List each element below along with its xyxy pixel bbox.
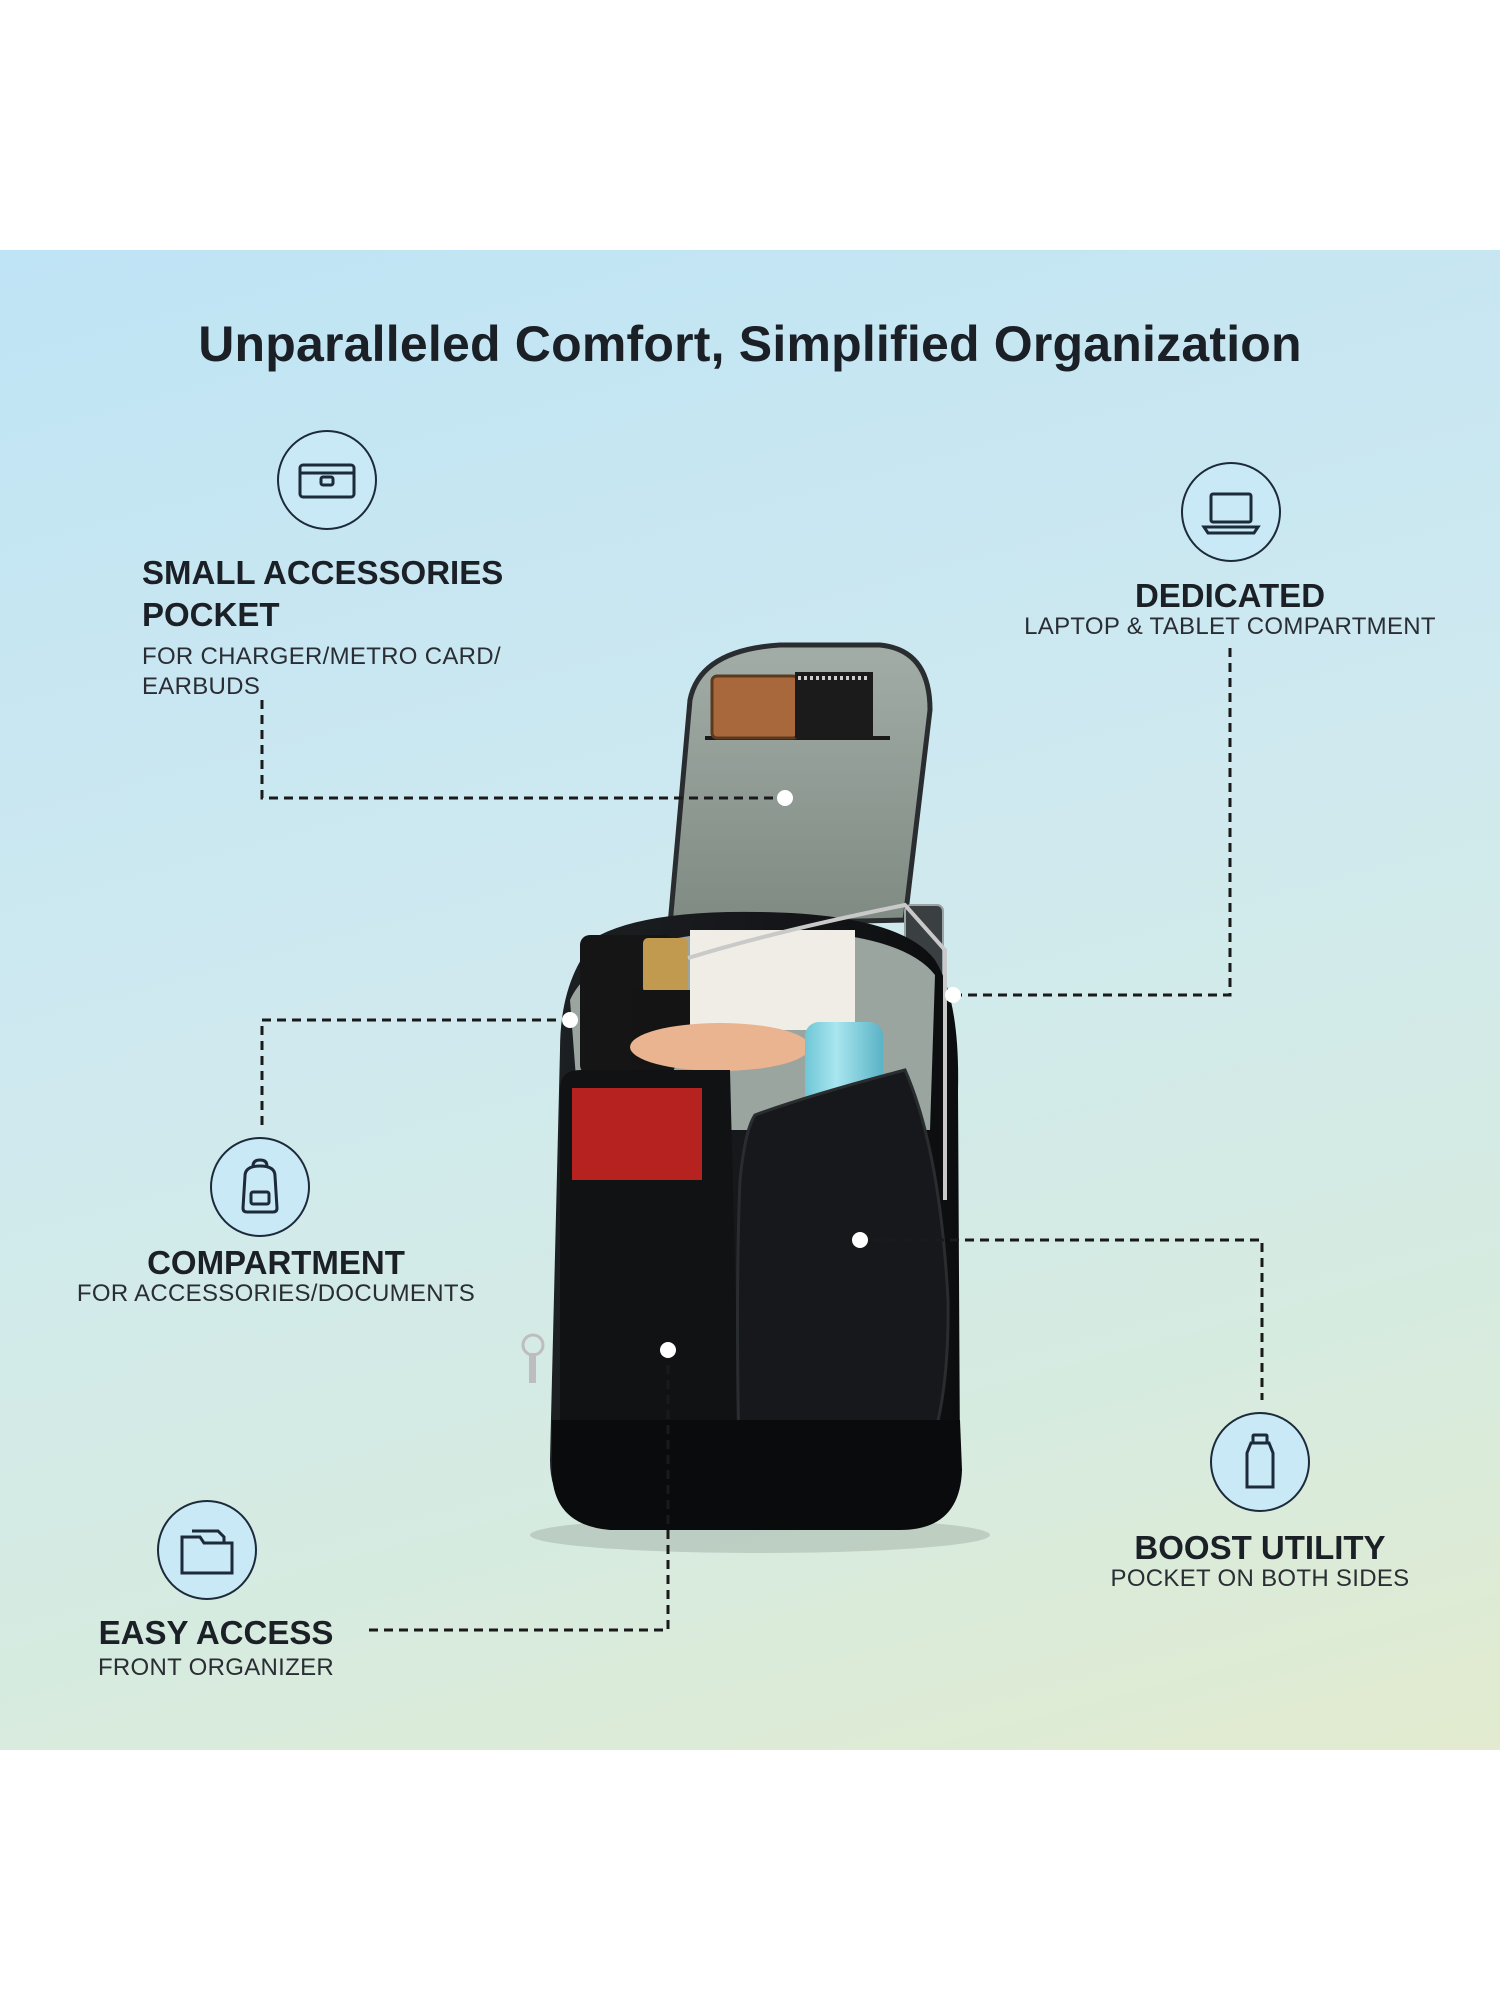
accessories-title-line2: POCKET [142,596,280,633]
backpack-icon [210,1137,310,1237]
accessories-subtitle: FOR CHARGER/METRO CARD/ EARBUDS [142,642,501,702]
compartment-title: COMPARTMENT [147,1244,405,1281]
laptop-title: DEDICATED [1134,577,1326,614]
key-ring [521,1333,545,1357]
laptop-icon [1181,462,1281,562]
key [529,1353,536,1383]
bag-base [552,1420,962,1530]
wallet [710,674,800,740]
accessories-title: SMALL ACCESSORIES POCKET [142,552,503,636]
utility-subtitle: POCKET ON BOTH SIDES [1110,1565,1410,1592]
notebook [795,672,873,738]
bottle-icon [1210,1412,1310,1512]
utility-title: BOOST UTILITY [1134,1529,1386,1566]
compartment-subtitle: FOR ACCESSORIES/DOCUMENTS [76,1280,476,1307]
folder-icon [157,1500,257,1600]
red-card [572,1088,702,1180]
magazine [690,930,855,1030]
card-holder-icon [277,430,377,530]
accessories-sub-line2: EARBUDS [142,673,261,700]
laptop-subtitle: LAPTOP & TABLET COMPARTMENT [1024,613,1436,640]
perfume-cap [643,938,688,993]
easy-access-title: EASY ACCESS [98,1614,334,1651]
accessories-sub-line1: FOR CHARGER/METRO CARD/ [142,643,501,670]
easy-access-subtitle: FRONT ORGANIZER [97,1654,335,1681]
accessories-title-line1: SMALL ACCESSORIES [142,554,504,591]
page-title: Unparalleled Comfort, Simplified Organiz… [198,316,1302,372]
zipper-track [687,902,947,1200]
cap-item [630,1023,810,1071]
